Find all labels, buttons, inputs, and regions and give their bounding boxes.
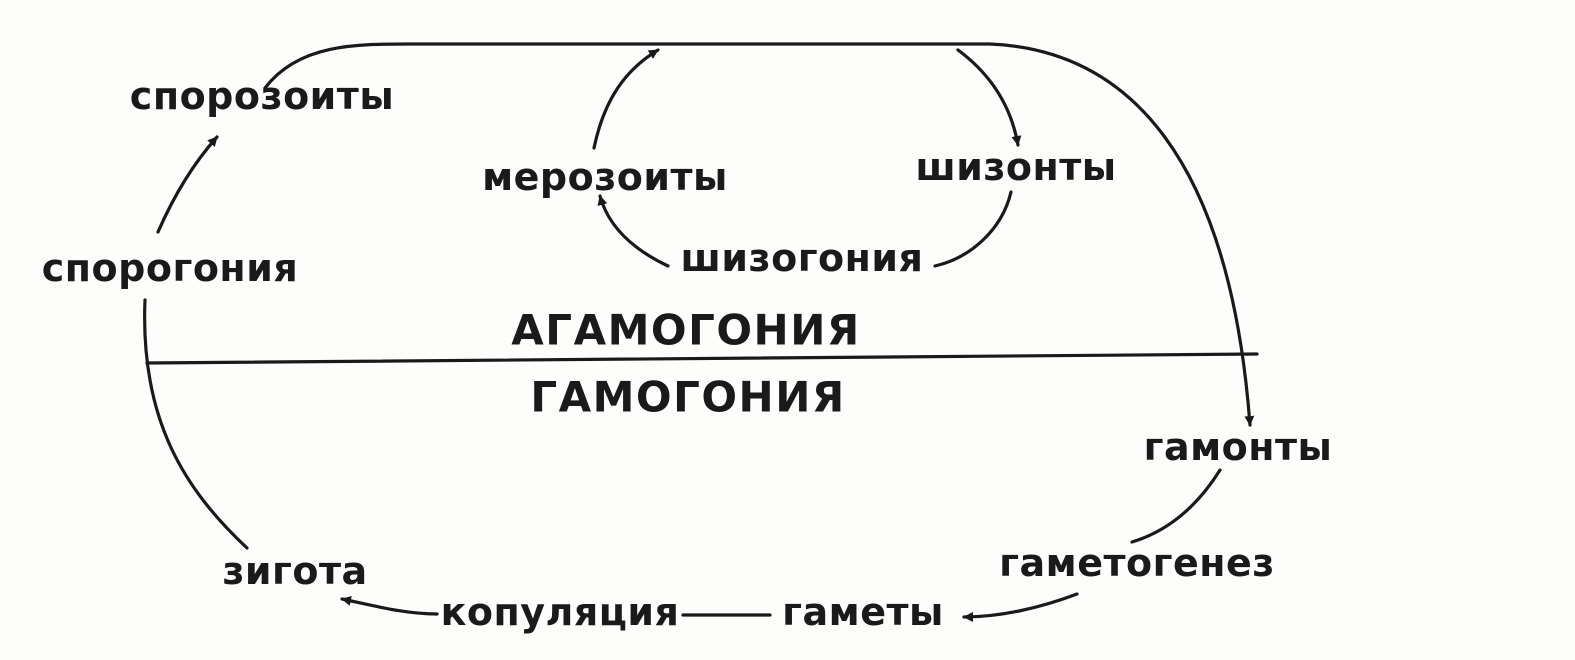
label-sporozoites: спорозоиты	[129, 74, 395, 118]
label-merozoites: мерозоиты	[482, 155, 728, 199]
outer-cycle-top-line	[263, 42, 992, 90]
label-gamonts: гамонты	[1143, 425, 1333, 469]
label-schizonts: шизонты	[915, 145, 1117, 189]
label-gametogenesis: гаметогенез	[999, 541, 1275, 585]
label-sporogony: спорогония	[41, 246, 299, 290]
sporogony-to-sporozoites-arrow	[156, 135, 219, 234]
merozoites-to-top-arrow	[592, 48, 660, 150]
label-gamogony: ГАМОГОНИЯ	[530, 372, 846, 422]
label-schizogony: шизогония	[680, 236, 924, 280]
label-gametes: гаметы	[782, 590, 944, 634]
zygote-to-sporogony-arc	[143, 298, 249, 550]
schizonts-to-schizogony-arc	[933, 190, 1013, 268]
phase-divider-line	[145, 352, 1259, 365]
label-zygote: зигота	[222, 549, 368, 593]
schizogony-to-merozoites-arrow	[597, 194, 670, 268]
label-agamogony: АГАМОГОНИЯ	[511, 305, 861, 355]
copulation-to-zygote-arrow	[340, 595, 439, 616]
top-to-schizonts-arrow	[956, 48, 1022, 147]
outer-cycle-right-arc	[988, 42, 1255, 427]
gamonts-to-gametogenesis-line	[1130, 468, 1222, 544]
gametogenesis-to-gametes-arrow	[962, 592, 1079, 622]
label-copulation: копуляция	[440, 590, 680, 634]
